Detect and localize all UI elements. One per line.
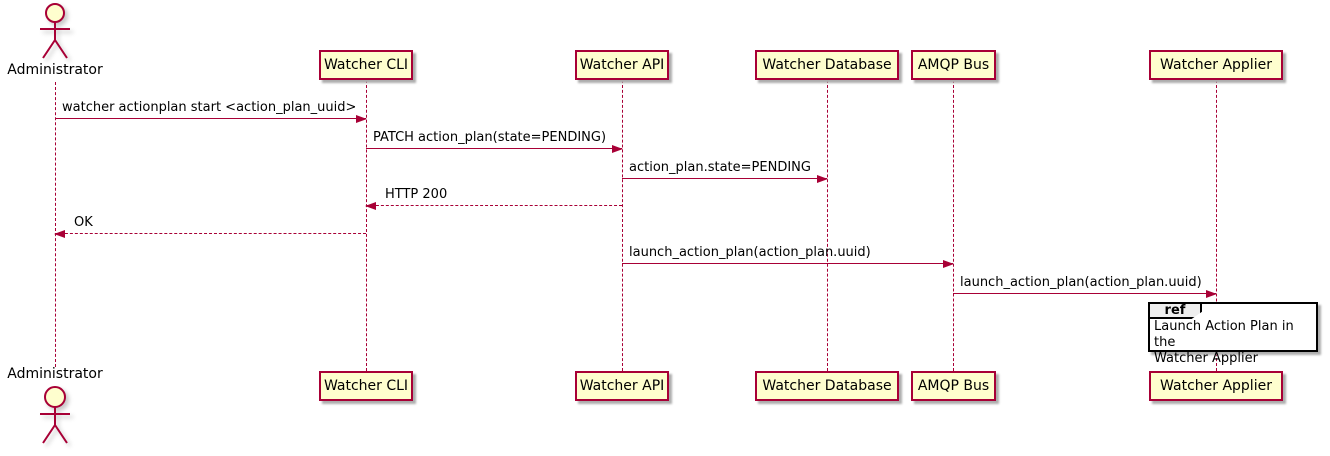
- ref-fragment-keyword: ref: [1150, 304, 1202, 319]
- participant-bottom-watcher-applier: Watcher Applier: [1149, 371, 1283, 401]
- ref-fragment: ref Launch Action Plan in the Watcher Ap…: [1148, 302, 1318, 366]
- message-5-label: OK: [74, 215, 93, 230]
- participant-top-amqp-bus: AMQP Bus: [911, 50, 996, 80]
- participant-bottom-watcher-database: Watcher Database: [755, 371, 899, 401]
- message-3: action_plan.state=PENDING: [622, 158, 828, 183]
- participant-bottom-watcher-api: Watcher API: [575, 371, 669, 401]
- message-7-label: launch_action_plan(action_plan.uuid): [960, 275, 1202, 290]
- participant-top-watcher-applier: Watcher Applier: [1149, 50, 1283, 80]
- message-5: OK: [54, 213, 366, 238]
- lifeline-administrator: [55, 82, 56, 367]
- participant-bottom-amqp-bus: AMQP Bus: [911, 371, 996, 401]
- arrowhead-right-icon: [1206, 290, 1217, 298]
- message-4-label: HTTP 200: [385, 187, 448, 202]
- message-4: HTTP 200: [365, 185, 622, 210]
- message-6-label: launch_action_plan(action_plan.uuid): [629, 245, 871, 260]
- arrowhead-left-icon: [365, 202, 376, 210]
- ref-fragment-text: Launch Action Plan in the Watcher Applie…: [1154, 319, 1294, 366]
- lifeline-watcher-applier: [1216, 80, 1217, 371]
- message-2-label: PATCH action_plan(state=PENDING): [373, 130, 607, 145]
- actor-label-bottom: Administrator: [7, 366, 103, 382]
- arrowhead-left-icon: [54, 230, 65, 238]
- participant-top-watcher-cli: Watcher CLI: [319, 50, 413, 80]
- participant-top-watcher-api: Watcher API: [575, 50, 669, 80]
- arrowhead-right-icon: [943, 260, 954, 268]
- actor-icon: [40, 386, 70, 444]
- lifeline-watcher-cli: [366, 80, 367, 371]
- message-1-label: watcher actionplan start <action_plan_uu…: [62, 100, 357, 115]
- actor-icon: [40, 3, 70, 59]
- actor-label-top: Administrator: [7, 62, 103, 78]
- message-2: PATCH action_plan(state=PENDING): [366, 128, 623, 153]
- message-6: launch_action_plan(action_plan.uuid): [622, 243, 954, 268]
- participant-top-watcher-database: Watcher Database: [755, 50, 899, 80]
- message-3-label: action_plan.state=PENDING: [629, 160, 811, 175]
- arrowhead-right-icon: [817, 175, 828, 183]
- message-7: launch_action_plan(action_plan.uuid): [953, 273, 1217, 298]
- arrowhead-right-icon: [356, 115, 367, 123]
- lifeline-watcher-api: [622, 80, 623, 371]
- message-1: watcher actionplan start <action_plan_uu…: [55, 98, 367, 123]
- arrowhead-right-icon: [612, 145, 623, 153]
- lifeline-amqp-bus: [953, 80, 954, 371]
- lifeline-watcher-database: [827, 80, 828, 371]
- participant-bottom-watcher-cli: Watcher CLI: [319, 371, 413, 401]
